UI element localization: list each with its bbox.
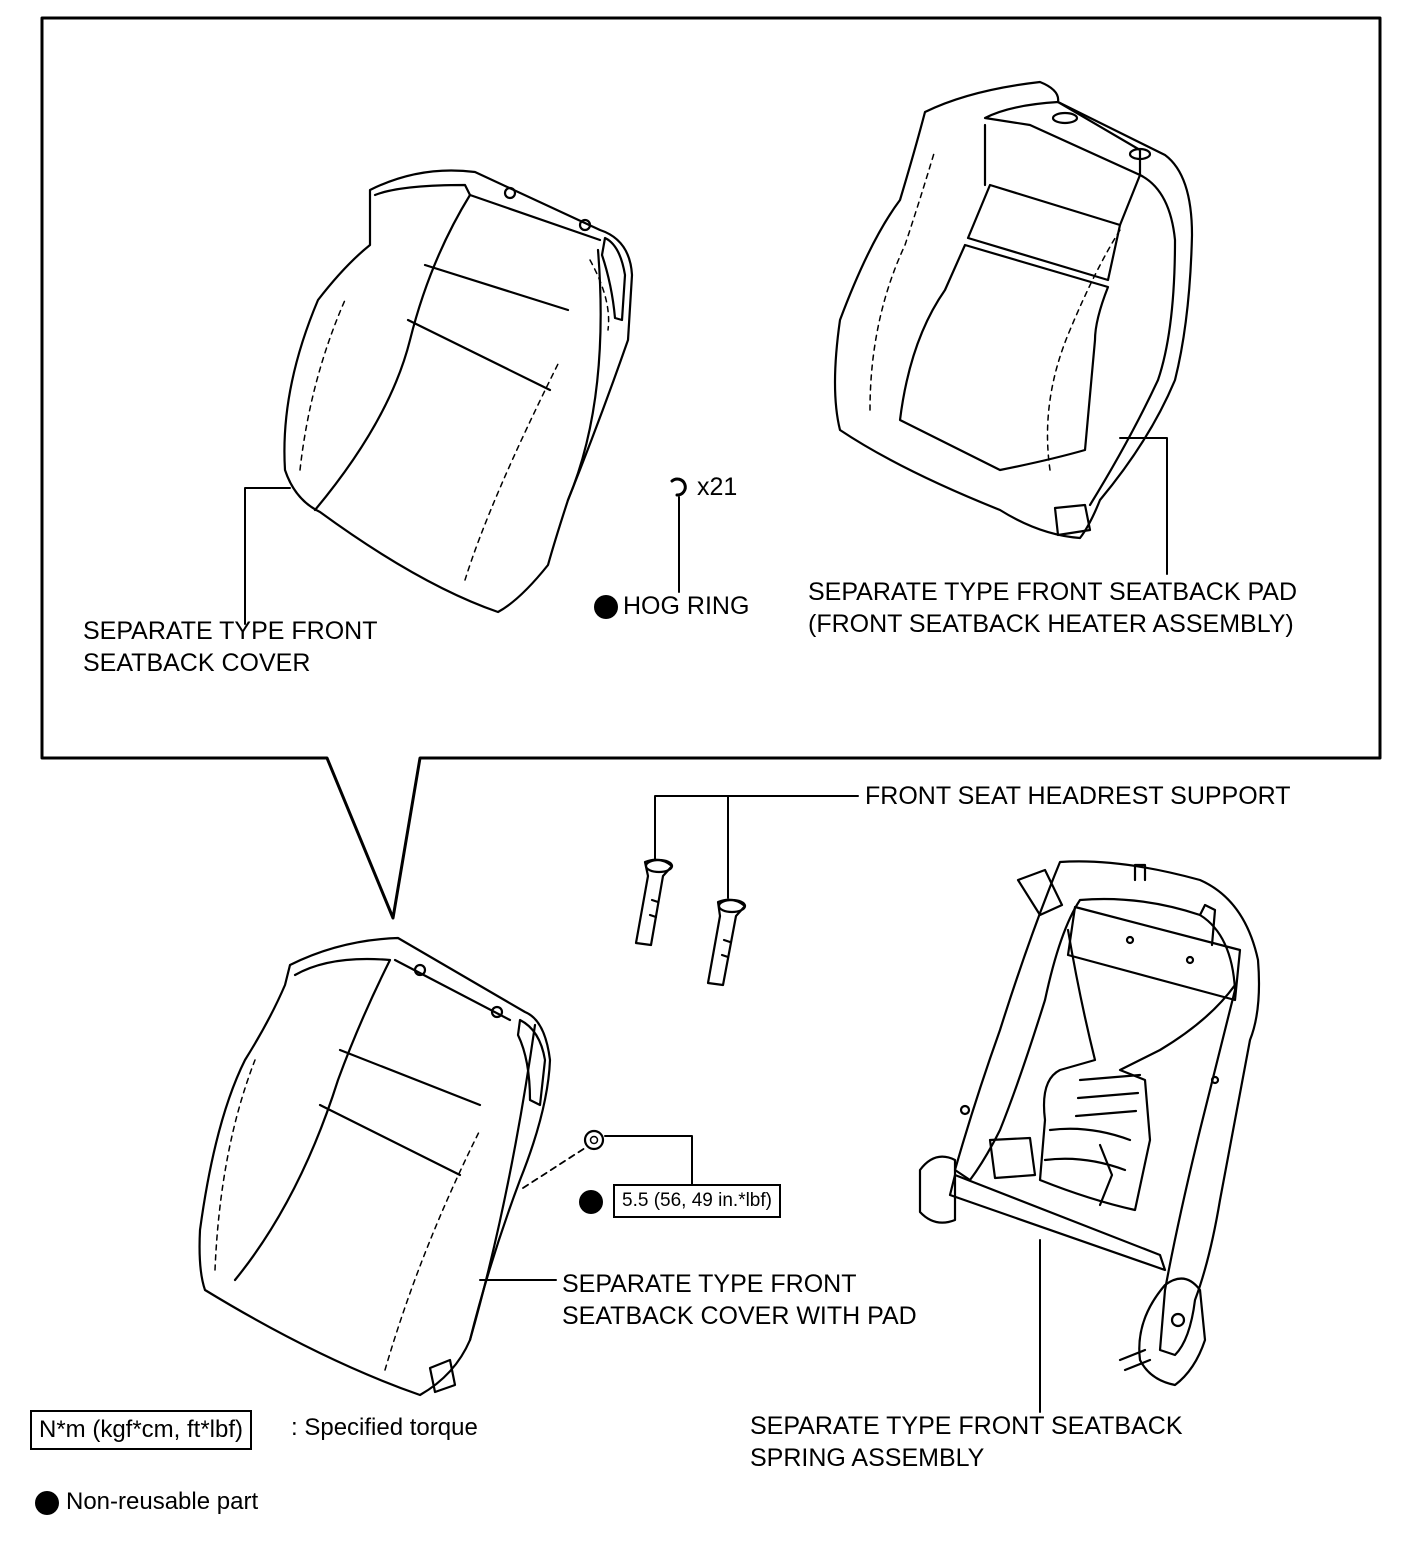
nut <box>583 1129 605 1151</box>
legend-torque-desc: : Specified torque <box>291 1414 478 1441</box>
legend-torque-unit-box: N*m (kgf*cm, ft*lbf) <box>30 1410 253 1450</box>
label-seatback-cover: SEPARATE TYPE FRONT SEATBACK COVER <box>83 617 378 677</box>
label-spring-assembly: SEPARATE TYPE FRONT SEATBACK SPRING ASSE… <box>750 1412 1183 1472</box>
torque-spec-box: 5.5 (56, 49 in.*lbf) <box>613 1184 781 1218</box>
headrest-support-drawing <box>634 858 747 987</box>
spring-assembly-drawing <box>918 860 1261 1387</box>
legend-non-reusable: Non-reusable part <box>66 1488 259 1515</box>
hog-ring-icon <box>670 477 687 497</box>
label-hog-ring-qty: x21 <box>697 473 738 501</box>
detail-callout-frame <box>40 16 1382 920</box>
seatback-pad-drawing <box>833 80 1194 540</box>
seatback-cover-drawing <box>283 169 634 614</box>
non-reusable-dot-icon <box>594 595 618 619</box>
label-hog-ring: HOG RING <box>623 592 750 620</box>
cover-with-pad-drawing <box>198 936 552 1397</box>
label-headrest-support: FRONT SEAT HEADREST SUPPORT <box>865 782 1291 810</box>
legend-non-reusable-dot-icon <box>35 1491 59 1515</box>
non-reusable-dot-icon <box>579 1190 603 1214</box>
label-seatback-pad: SEPARATE TYPE FRONT SEATBACK PAD (FRONT … <box>808 578 1298 638</box>
label-cover-with-pad: SEPARATE TYPE FRONT SEATBACK COVER WITH … <box>562 1270 917 1330</box>
